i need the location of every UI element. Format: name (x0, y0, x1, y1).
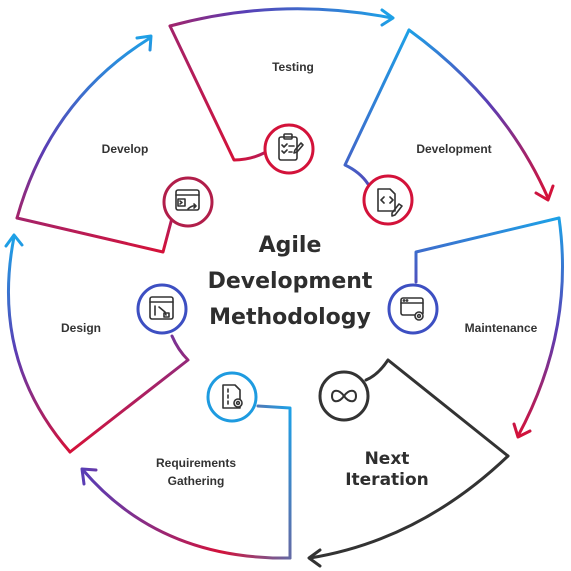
design-icon-badge (136, 283, 188, 335)
testing-segment (168, 7, 395, 162)
maintenance-icon-badge (387, 283, 439, 335)
testing-label: Testing (272, 60, 314, 74)
checklist-clipboard-icon (278, 133, 304, 161)
testing-icon-badge (263, 123, 315, 175)
development-icon-badge (362, 174, 414, 226)
maintenance-label: Maintenance (464, 321, 538, 335)
next-iteration-icon-badge (318, 370, 370, 422)
develop-icon-badge (162, 176, 214, 228)
development-segment (343, 28, 555, 202)
design-label: Design (60, 321, 101, 335)
title-line-3: Methodology (209, 305, 371, 330)
next-iteration-segment (307, 358, 510, 568)
design-window-icon (149, 296, 174, 320)
document-settings-icon (222, 384, 243, 409)
design-segment (4, 233, 190, 454)
infinity-loop-icon (330, 389, 358, 403)
develop-label: Develop (101, 142, 149, 156)
requirements-gathering-label: Requirements Gathering (131, 454, 261, 490)
requirements-line-2: Gathering (167, 474, 225, 488)
browser-settings-icon (400, 297, 424, 321)
next-iteration-label: Next Iteration (325, 449, 449, 491)
terminal-window-icon (175, 189, 200, 211)
maintenance-segment (414, 216, 564, 439)
requirements-icon-badge (206, 371, 258, 423)
title-line-1: Agile (258, 233, 322, 258)
requirements-segment (80, 404, 292, 560)
requirements-line-1: Requirements (155, 456, 237, 470)
diagram-title: Agile Development Methodology (185, 228, 395, 336)
title-line-2: Development (207, 269, 373, 294)
next-iteration-line-1: Next (364, 449, 410, 469)
develop-segment (15, 34, 174, 254)
development-label: Development (416, 142, 492, 156)
code-file-edit-icon (377, 188, 403, 217)
next-iteration-line-2: Iteration (345, 470, 429, 490)
